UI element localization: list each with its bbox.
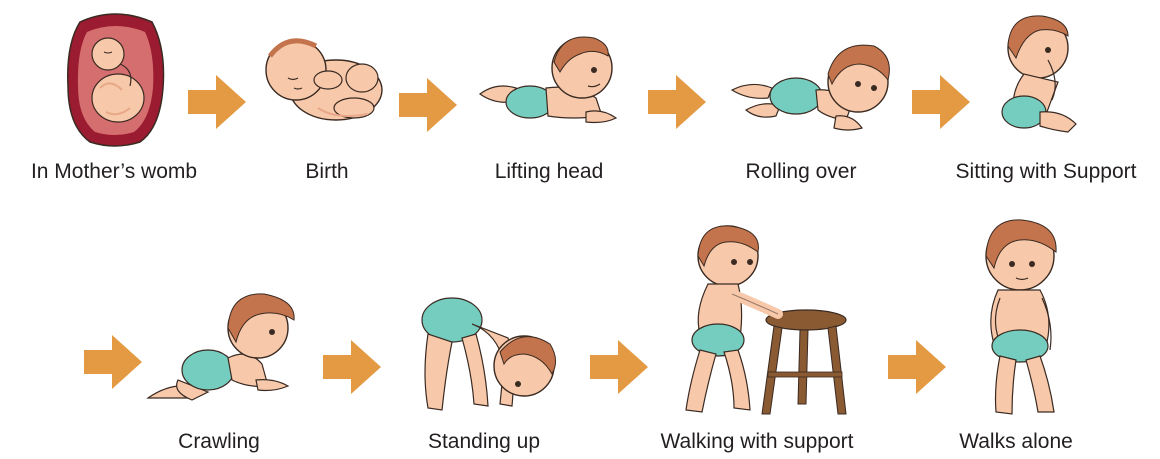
stage-in-mothers-womb	[60, 8, 170, 148]
fetus-in-womb-illustration	[60, 8, 170, 148]
baby-walking-alone-illustration	[972, 216, 1072, 420]
stage-rolling-over	[728, 40, 898, 136]
stage-label: Birth	[305, 160, 348, 184]
baby-lifting-head-illustration	[476, 28, 626, 128]
arrow-right-icon	[590, 340, 648, 394]
baby-standing-up-illustration	[412, 294, 562, 416]
arrow-right-icon	[648, 75, 706, 129]
newborn-curled-illustration	[258, 28, 388, 128]
arrow-right-icon	[912, 75, 970, 129]
arrow-right-icon	[323, 340, 381, 394]
arrow-right-icon	[188, 75, 246, 129]
stage-lifting-head	[476, 28, 626, 128]
baby-crawling-illustration	[148, 288, 298, 406]
stage-sitting-with-support	[996, 12, 1096, 136]
stage-crawling	[148, 288, 298, 406]
stage-label: Lifting head	[495, 160, 604, 184]
stage-walks-alone	[972, 216, 1072, 420]
arrow-right-icon	[84, 335, 142, 389]
arrow-right-icon	[888, 340, 946, 394]
stage-walking-with-support	[678, 222, 848, 418]
stage-standing-up	[412, 294, 562, 416]
baby-walking-with-stool-illustration	[678, 222, 848, 418]
stage-label: Standing up	[428, 430, 540, 454]
stage-label: Sitting with Support	[956, 160, 1137, 184]
stage-birth	[258, 28, 388, 128]
stage-label: In Mother’s womb	[31, 160, 197, 184]
baby-rolling-over-illustration	[728, 40, 898, 136]
stage-label: Crawling	[178, 430, 260, 454]
baby-sitting-illustration	[996, 12, 1096, 136]
arrow-right-icon	[399, 78, 457, 132]
stage-label: Rolling over	[746, 160, 857, 184]
stage-label: Walking with support	[661, 430, 854, 454]
stage-label: Walks alone	[959, 430, 1073, 454]
